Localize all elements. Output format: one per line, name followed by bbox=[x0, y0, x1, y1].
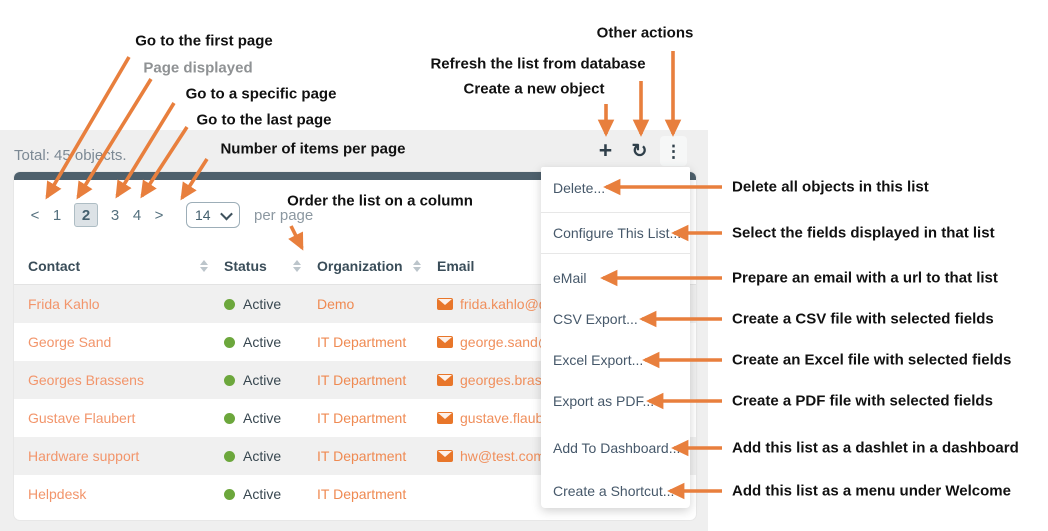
contact-link[interactable]: George Sand bbox=[28, 334, 112, 350]
envelope-icon bbox=[437, 450, 453, 462]
current-page-indicator[interactable]: 2 bbox=[74, 203, 98, 227]
organization-link[interactable]: IT Department bbox=[317, 448, 407, 464]
status-dot-icon bbox=[224, 298, 235, 310]
annotation-excel-file: Create an Excel file with selected field… bbox=[732, 351, 1012, 369]
sort-icon bbox=[200, 260, 208, 272]
organization-link[interactable]: IT Department bbox=[317, 410, 407, 426]
status-cell: Active bbox=[224, 372, 317, 388]
envelope-icon bbox=[437, 336, 453, 348]
envelope-icon bbox=[437, 374, 453, 386]
other-actions-button[interactable]: ⋮ bbox=[660, 136, 687, 166]
annotation-page-displayed: Page displayed bbox=[143, 59, 253, 77]
annotation-add-dashlet: Add this list as a dashlet in a dashboar… bbox=[732, 439, 1019, 457]
status-dot-icon bbox=[224, 450, 235, 462]
kebab-menu-icon: ⋮ bbox=[665, 141, 682, 161]
page-3-button[interactable]: 3 bbox=[110, 206, 120, 224]
email-link[interactable]: georges.brasse bbox=[437, 372, 696, 388]
menu-item-email[interactable]: eMail bbox=[553, 270, 587, 286]
page-1-button[interactable]: 1 bbox=[52, 206, 62, 224]
first-page-button[interactable]: < bbox=[30, 206, 40, 224]
sort-icon bbox=[293, 260, 301, 272]
column-header-organization[interactable]: Organization bbox=[317, 258, 437, 274]
plus-icon: + bbox=[598, 136, 613, 163]
chevron-down-icon bbox=[220, 207, 233, 220]
menu-item-add-to-dashboard[interactable]: Add To Dashboard... bbox=[553, 440, 681, 456]
annotation-last-page: Go to the last page bbox=[196, 111, 332, 129]
menu-item-configure-list[interactable]: Configure This List... bbox=[553, 225, 682, 241]
annotation-menu-welcome: Add this list as a menu under Welcome bbox=[732, 482, 1011, 500]
status-cell: Active bbox=[224, 410, 317, 426]
annotation-select-fields: Select the fields displayed in that list bbox=[732, 224, 995, 242]
page-4-button[interactable]: 4 bbox=[132, 206, 142, 224]
organization-link[interactable]: IT Department bbox=[317, 486, 407, 502]
refresh-icon: ↻ bbox=[631, 140, 648, 162]
contacts-table: Contact Status Organization Email Frida … bbox=[14, 248, 696, 513]
menu-item-export-pdf[interactable]: Export as PDF... bbox=[553, 393, 655, 409]
status-dot-icon bbox=[224, 374, 235, 386]
menu-item-delete[interactable]: Delete... bbox=[553, 180, 606, 196]
status-dot-icon bbox=[224, 412, 235, 424]
status-cell: Active bbox=[224, 448, 317, 464]
contact-link[interactable]: Frida Kahlo bbox=[28, 296, 100, 312]
menu-divider bbox=[541, 253, 690, 254]
table-header-row: Contact Status Organization Email bbox=[14, 248, 696, 285]
table-row: Gustave Flaubert Active IT Department gu… bbox=[14, 399, 696, 437]
table-row: George Sand Active IT Department george.… bbox=[14, 323, 696, 361]
annotation-order-column: Order the list on a column bbox=[287, 192, 473, 210]
email-link[interactable]: gustave.flaube bbox=[437, 410, 696, 426]
annotation-items-per-page: Number of items per page bbox=[220, 140, 406, 158]
envelope-icon bbox=[437, 412, 453, 424]
pagination: < 1 2 3 4 > 14 per page bbox=[30, 202, 313, 228]
status-cell: Active bbox=[224, 334, 317, 350]
column-header-status[interactable]: Status bbox=[224, 258, 317, 274]
status-cell: Active bbox=[224, 486, 317, 502]
create-object-button[interactable]: + bbox=[592, 136, 619, 166]
email-link[interactable]: george.sand@i bbox=[437, 334, 696, 350]
table-row: Helpdesk Active IT Department bbox=[14, 475, 696, 513]
column-header-email[interactable]: Email bbox=[437, 258, 475, 274]
contact-link[interactable]: Hardware support bbox=[28, 448, 140, 464]
items-per-page-select[interactable]: 14 bbox=[186, 202, 240, 228]
annotation-create-object: Create a new object bbox=[463, 80, 605, 98]
items-per-page-value: 14 bbox=[195, 207, 211, 223]
sort-icon bbox=[413, 260, 421, 272]
annotation-csv-file: Create a CSV file with selected fields bbox=[732, 310, 994, 328]
annotation-other-actions: Other actions bbox=[596, 24, 694, 42]
annotation-specific-page: Go to a specific page bbox=[185, 85, 337, 103]
contact-link[interactable]: Gustave Flaubert bbox=[28, 410, 136, 426]
email-link[interactable]: hw@test.com bbox=[437, 448, 696, 464]
annotation-pdf-file: Create a PDF file with selected fields bbox=[732, 392, 993, 410]
list-toolbar: + ↻ ⋮ bbox=[592, 135, 687, 167]
column-header-contact[interactable]: Contact bbox=[28, 258, 224, 274]
refresh-list-button[interactable]: ↻ bbox=[626, 136, 653, 166]
organization-link[interactable]: IT Department bbox=[317, 372, 407, 388]
organization-link[interactable]: IT Department bbox=[317, 334, 407, 350]
annotation-refresh-list: Refresh the list from database bbox=[430, 55, 646, 73]
annotation-prepare-email: Prepare an email with a url to that list bbox=[732, 269, 998, 287]
per-page-label: per page bbox=[254, 206, 314, 224]
contact-link[interactable]: Helpdesk bbox=[28, 486, 87, 502]
status-cell: Active bbox=[224, 296, 317, 312]
menu-item-csv-export[interactable]: CSV Export... bbox=[553, 311, 638, 327]
status-dot-icon bbox=[224, 488, 235, 500]
annotation-delete-all: Delete all objects in this list bbox=[732, 178, 929, 196]
organization-link[interactable]: Demo bbox=[317, 296, 355, 312]
envelope-icon bbox=[437, 298, 453, 310]
menu-item-create-shortcut[interactable]: Create a Shortcut... bbox=[553, 483, 675, 499]
card-accent-bar bbox=[14, 172, 696, 180]
email-link[interactable]: frida.kahlo@de bbox=[437, 296, 696, 312]
last-page-button[interactable]: > bbox=[154, 206, 164, 224]
status-dot-icon bbox=[224, 336, 235, 348]
menu-item-excel-export[interactable]: Excel Export... bbox=[553, 352, 644, 368]
other-actions-menu: Delete... Configure This List... eMail C… bbox=[541, 167, 690, 508]
annotation-first-page: Go to the first page bbox=[135, 32, 273, 50]
contact-link[interactable]: Georges Brassens bbox=[28, 372, 144, 388]
total-objects-label: Total: 45 objects. bbox=[14, 147, 127, 164]
menu-divider bbox=[541, 212, 690, 213]
